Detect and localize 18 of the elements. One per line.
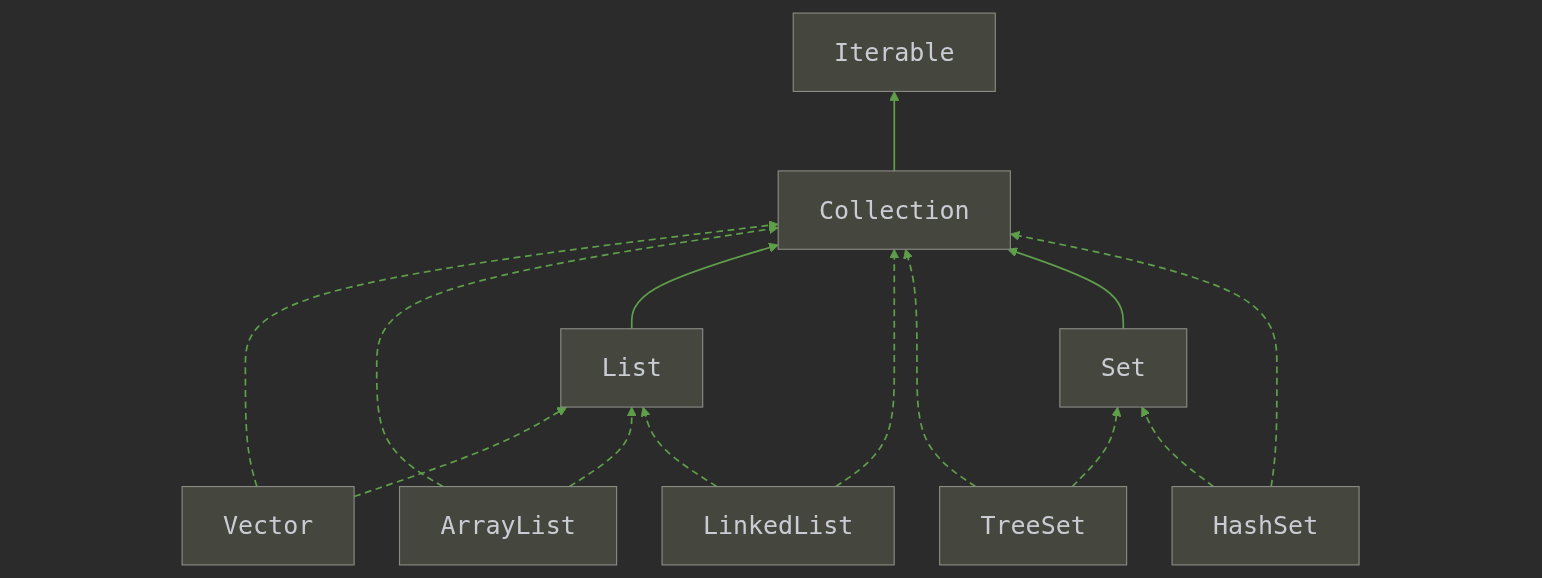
arrow [1141, 406, 1215, 488]
node-box: List [560, 328, 704, 408]
arrow [835, 248, 900, 488]
node-box: Collection [778, 170, 1012, 250]
arrow [1007, 247, 1125, 330]
node-box: LinkedList [661, 486, 896, 566]
arrow [1071, 406, 1122, 488]
node-box: HashSet [1171, 486, 1361, 566]
arrow [641, 406, 718, 488]
node-box: Set [1059, 328, 1188, 408]
node-box: Iterable [793, 12, 997, 92]
arrow [889, 90, 900, 172]
node-box: TreeSet [939, 486, 1128, 566]
arrow [903, 248, 977, 488]
node-box: Vector [181, 486, 356, 566]
arrow [569, 406, 638, 488]
arrow [1010, 230, 1279, 488]
node-box: ArrayList [399, 486, 618, 566]
